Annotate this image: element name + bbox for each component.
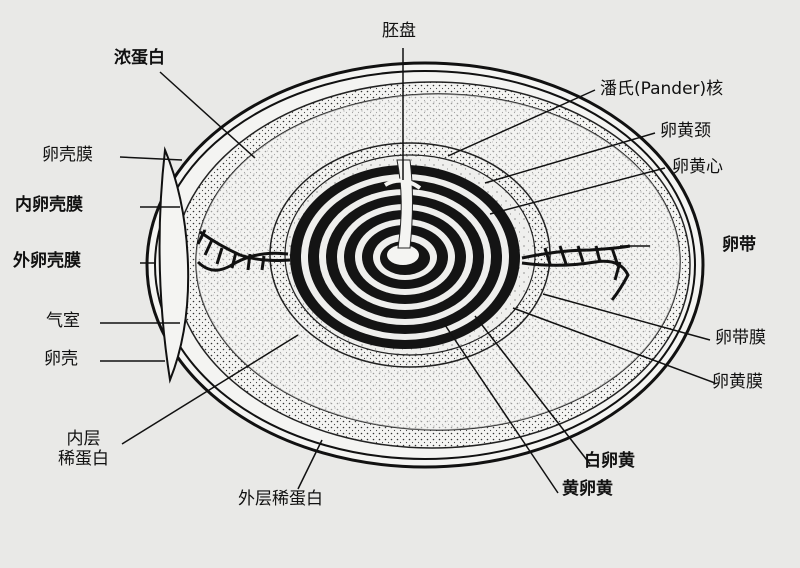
label-yolk-neck: 卵黄颈: [660, 121, 711, 141]
label-pander-nucleus: 潘氏(Pander)核: [600, 79, 724, 99]
chalaza-right: [521, 244, 631, 301]
chalaza-left: [196, 229, 291, 272]
label-yellow-yolk: 黄卵黄: [562, 479, 613, 499]
label-chalaziferous-membrane: 卵带膜: [715, 328, 766, 348]
label-inner-thin-albumen: 内层 稀蛋白: [58, 429, 109, 469]
label-germinal-disc: 胚盘: [382, 21, 416, 41]
label-chalaza: 卵带: [722, 235, 756, 255]
label-yolk-center: 卵黄心: [672, 157, 723, 177]
leader-lines: [100, 48, 716, 494]
yolk-rings: [290, 165, 520, 349]
label-inner-shell-membrane: 内卵壳膜: [15, 195, 83, 215]
label-air-cell: 气室: [46, 311, 80, 331]
label-vitelline-membrane: 卵黄膜: [712, 372, 763, 392]
label-dense-albumen: 浓蛋白: [114, 48, 165, 68]
label-outer-thin-albumen: 外层稀蛋白: [238, 489, 323, 509]
label-shell: 卵壳: [44, 349, 78, 369]
label-outer-shell-membrane: 外卵壳膜: [13, 251, 81, 271]
label-white-yolk: 白卵黄: [584, 451, 635, 471]
outer-shell-membrane-line: [154, 70, 696, 460]
label-shell-membrane: 卵壳膜: [42, 145, 93, 165]
